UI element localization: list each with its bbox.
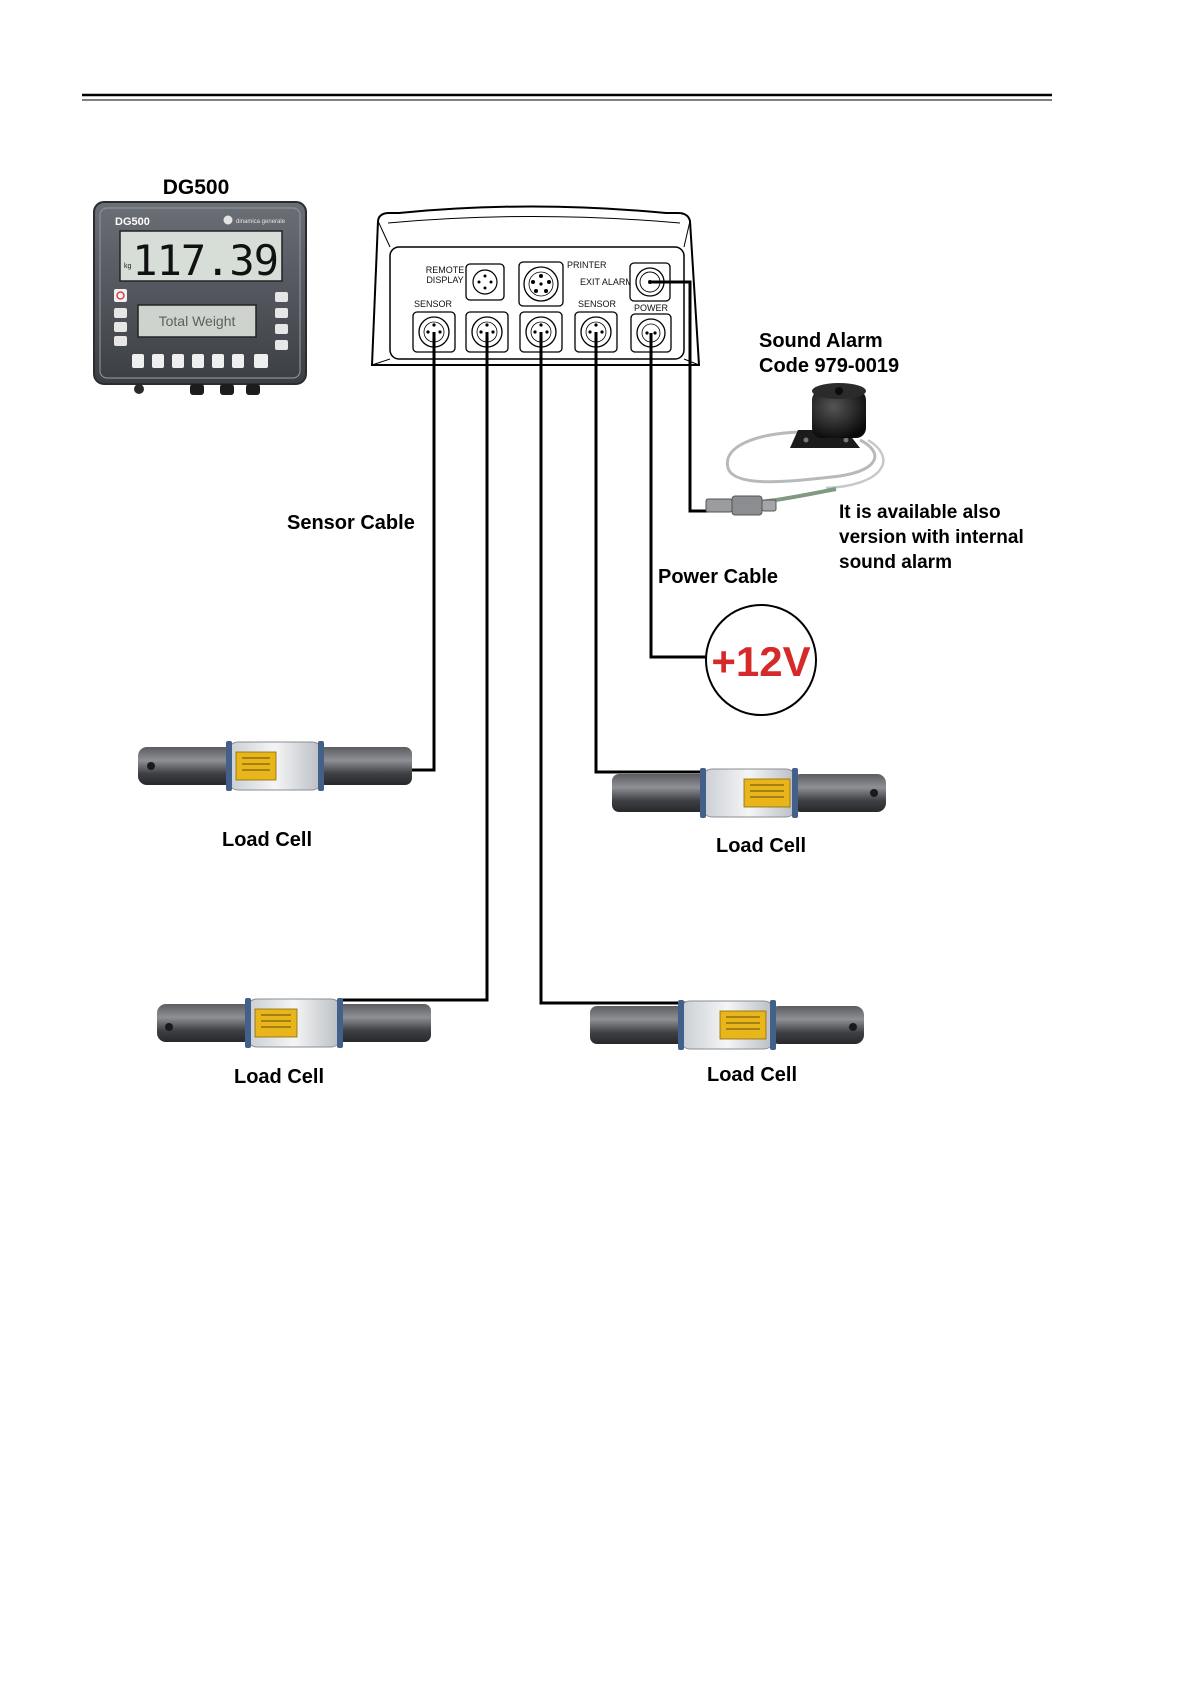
alarm-plug — [706, 499, 732, 512]
cable-gland — [190, 384, 204, 395]
sensor-cable-label: Sensor Cable — [287, 512, 415, 534]
side-key[interactable] — [275, 292, 288, 302]
printer-connector — [519, 262, 563, 306]
cable-gland — [246, 384, 260, 395]
enter-key[interactable] — [254, 354, 268, 368]
display-maker: dinamica generale — [236, 219, 286, 225]
alarm-note-line3: sound alarm — [839, 552, 952, 573]
side-key[interactable] — [275, 340, 288, 350]
voltage-label: +12V — [711, 638, 810, 685]
power-supply-badge: +12V — [706, 605, 816, 715]
header-rule — [82, 95, 1052, 100]
side-key[interactable] — [114, 322, 127, 332]
weight-reading: 117.39 — [132, 236, 278, 285]
remote-display-label-line1: REMOTE — [426, 265, 465, 275]
sound-alarm — [706, 383, 883, 515]
sound-alarm-title: Sound Alarm — [759, 330, 883, 352]
power-key[interactable] — [114, 289, 127, 302]
keypad-key[interactable] — [172, 354, 184, 368]
load-cell — [157, 998, 431, 1048]
brand-logo-icon — [224, 216, 233, 225]
exit-alarm-label: EXIT ALARM — [580, 277, 633, 287]
cell-label-sticker — [255, 1009, 297, 1037]
load-cell-label-bottom-left: Load Cell — [234, 1066, 324, 1088]
printer-label: PRINTER — [567, 260, 607, 270]
display-title: DG500 — [163, 176, 230, 199]
remote-display-connector — [466, 264, 504, 300]
load-cell — [138, 741, 412, 791]
sensor-cable-2 — [338, 332, 487, 1000]
remote-display-label-line2: DISPLAY — [426, 275, 463, 285]
keypad-key[interactable] — [232, 354, 244, 368]
sensor-cable-1 — [318, 332, 434, 770]
load-cell-label-bottom-right: Load Cell — [707, 1064, 797, 1086]
load-cell — [612, 768, 886, 818]
side-key[interactable] — [114, 308, 127, 318]
alarm-plug — [732, 496, 762, 515]
keypad-key[interactable] — [132, 354, 144, 368]
power-label: POWER — [634, 303, 669, 313]
sound-alarm-code: Code 979-0019 — [759, 355, 899, 377]
side-key[interactable] — [275, 324, 288, 334]
load-cell-label-top-right: Load Cell — [716, 835, 806, 857]
cell-label-sticker — [744, 779, 790, 807]
display-brand-label: DG500 — [115, 216, 150, 228]
display-message: Total Weight — [159, 313, 236, 329]
cell-label-sticker — [236, 752, 276, 780]
keypad-key[interactable] — [152, 354, 164, 368]
cable-gland — [220, 384, 234, 395]
alarm-note-line2: version with internal — [839, 527, 1024, 548]
load-cell-label-top-left: Load Cell — [222, 829, 312, 851]
power-cable-label: Power Cable — [658, 566, 778, 588]
load-cell — [590, 1000, 864, 1050]
cable-gland — [134, 384, 144, 394]
keypad-key[interactable] — [212, 354, 224, 368]
power-cable — [651, 333, 707, 657]
alarm-note-line1: It is available also — [839, 502, 1001, 523]
keypad-key[interactable] — [192, 354, 204, 368]
display-unit: kg — [124, 263, 132, 270]
cell-label-sticker — [720, 1011, 766, 1039]
side-key[interactable] — [275, 308, 288, 318]
sensor-cable-3 — [541, 332, 685, 1003]
sensor-label-right: SENSOR — [578, 299, 617, 309]
side-key[interactable] — [114, 336, 127, 346]
sensor-label-left: SENSOR — [414, 299, 453, 309]
dg500-display-unit: DG500 dinamica generale kg 117.39 Total … — [94, 202, 306, 395]
